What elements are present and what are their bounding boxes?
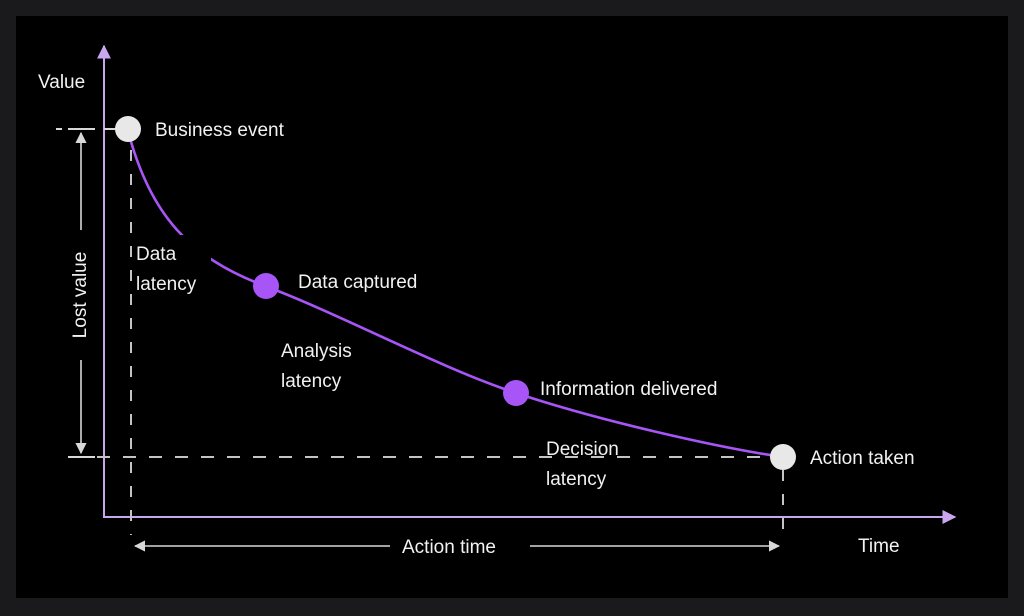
data-latency-backing	[135, 235, 211, 301]
dashed-guides	[97, 150, 784, 535]
event-markers	[115, 116, 796, 470]
data-latency-line2: latency	[136, 274, 197, 295]
data-captured-label: Data captured	[298, 272, 417, 293]
analysis-latency-line1: Analysis	[281, 341, 352, 362]
data-captured-dot[interactable]	[253, 273, 279, 299]
action-taken-label: Action taken	[810, 448, 915, 469]
decision-latency-annotation: Decision latency	[546, 439, 619, 490]
action-taken-dot[interactable]	[770, 444, 796, 470]
analysis-latency-line2: latency	[281, 371, 342, 392]
lost-value-label-backing	[66, 230, 96, 360]
diagram-canvas	[16, 16, 1008, 598]
business-event-label: Business event	[155, 120, 285, 141]
action-time-label: Action time	[402, 537, 496, 558]
y-axis-label: Value	[38, 72, 85, 93]
lost-value-measure: Lost value	[66, 131, 96, 455]
information-delivered-dot[interactable]	[503, 380, 529, 406]
decision-latency-line1: Decision	[546, 439, 619, 460]
business-event-dot[interactable]	[115, 116, 141, 142]
action-time-measure: Action time	[133, 537, 781, 558]
data-latency-annotation: Data latency	[135, 235, 211, 301]
value-decay-curve	[126, 129, 785, 459]
x-axis-label: Time	[858, 536, 900, 557]
data-latency-line1: Data	[136, 244, 177, 265]
information-delivered-label: Information delivered	[540, 379, 717, 400]
decision-latency-line2: latency	[546, 469, 607, 490]
axis-group	[97, 44, 957, 524]
analysis-latency-annotation: Analysis latency	[281, 341, 352, 392]
lost-value-label: Lost value	[70, 252, 91, 339]
